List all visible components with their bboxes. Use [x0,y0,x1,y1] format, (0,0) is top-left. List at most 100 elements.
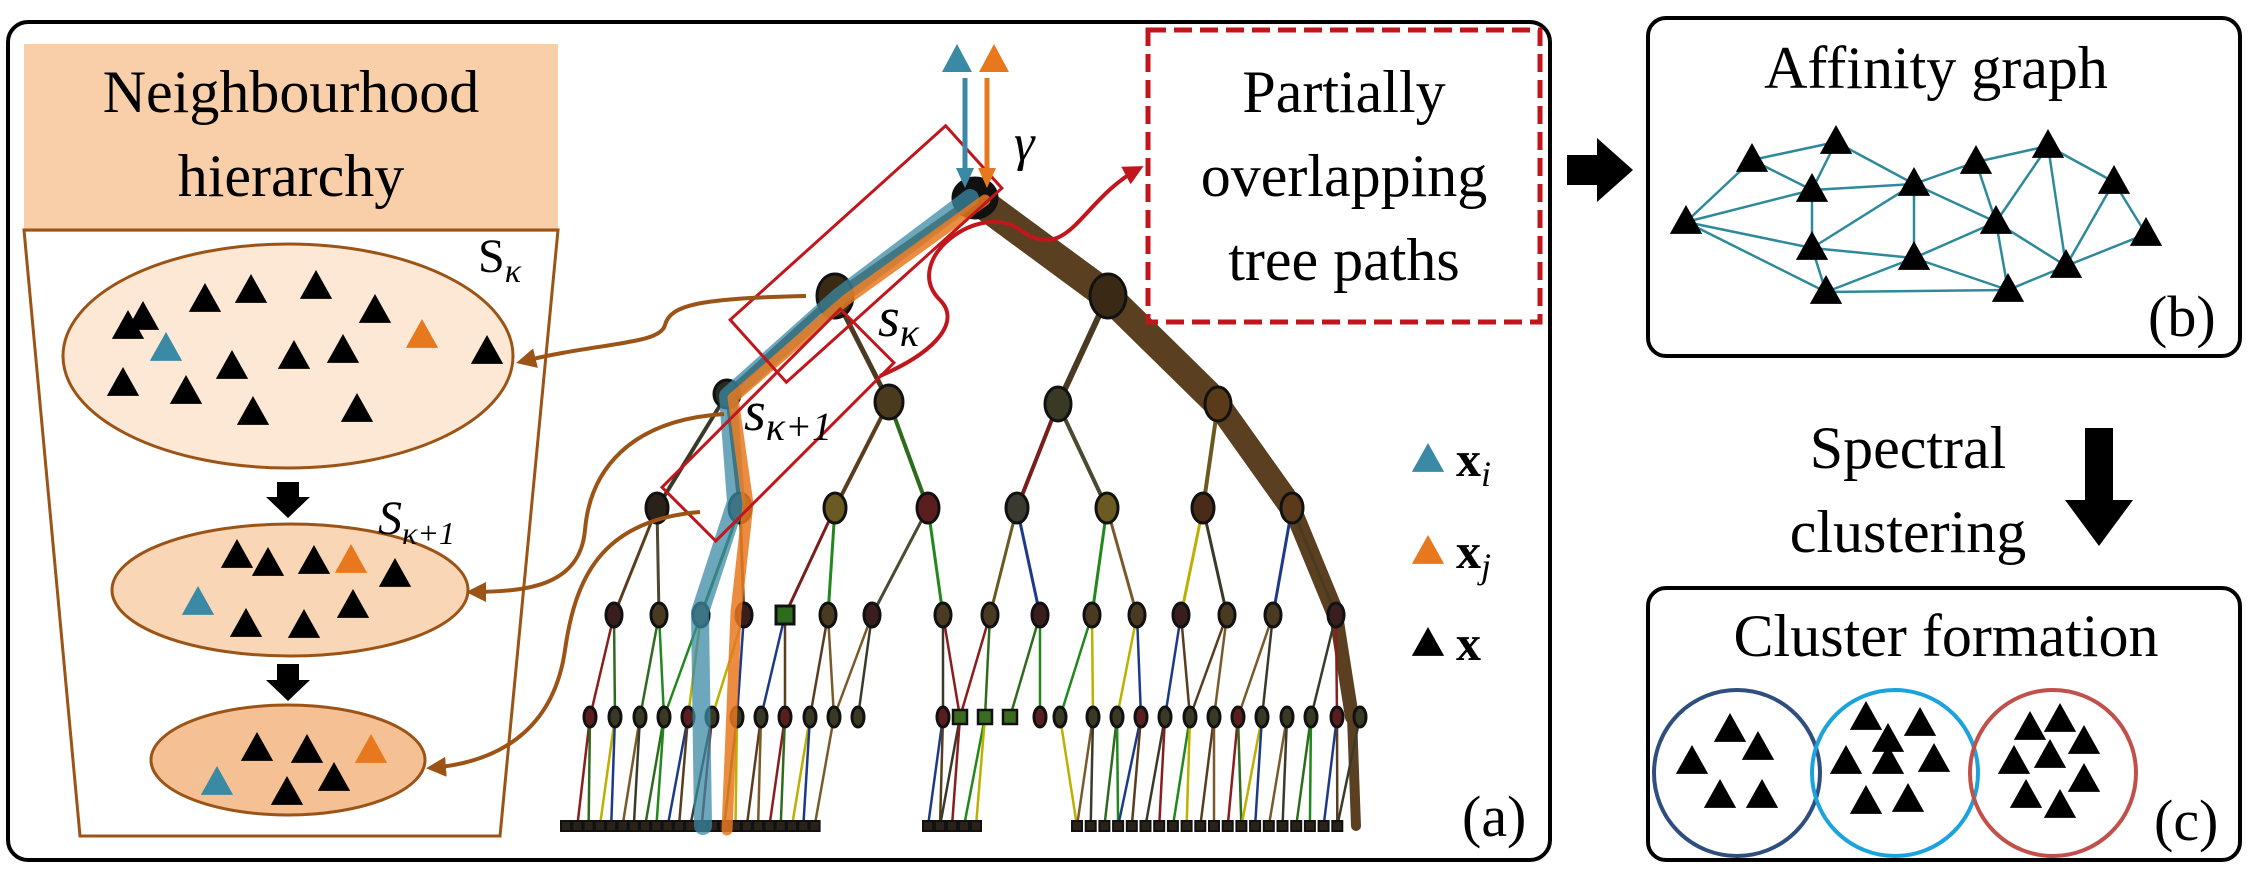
tree-edge [1292,508,1336,615]
overlap-text-line3: tree paths [1228,227,1460,293]
tree-leaf [1236,821,1246,831]
tree-node [1354,707,1366,727]
graph-edge [1826,290,2008,292]
cluster-triangle [1830,745,1862,774]
tree-edge [835,402,889,508]
tree-edge [1092,615,1093,717]
tree-edge [1117,615,1137,717]
graph-node-triangle [1898,167,1930,196]
tree-edge [1108,296,1218,404]
tree-node [779,707,791,727]
tree-edge [990,508,1017,615]
graph-node-triangle [2130,217,2162,246]
tree-edge [1165,615,1181,717]
tree-node [1159,707,1171,727]
tree-leaf [1154,821,1164,831]
tree-node [1087,707,1099,727]
tree-edge [964,717,985,826]
cluster-triangle [1850,785,1882,814]
graph-node-triangle [1898,241,1930,270]
tree-node [824,493,846,523]
tree-leaf [1319,821,1329,831]
graph-node-triangle [1980,205,2012,234]
cluster-triangle [1704,779,1736,808]
tree-leaf [776,821,786,831]
tree-leaf [1250,821,1260,831]
tree-leaf [1127,821,1137,831]
tree-leaf [1141,821,1151,831]
tree-node [852,707,864,727]
tree-leaf [1332,821,1342,831]
tree-node [1003,710,1017,724]
tree-leaf [1086,821,1096,831]
tree-edge [1060,615,1092,717]
tree-edge [640,615,659,717]
tree-node [1281,707,1293,727]
tree-leaf [1264,821,1274,831]
tree-edge [659,615,664,717]
tree-leaf [971,821,981,831]
tree-node [1111,707,1123,727]
tree-edge [589,717,590,826]
tree-leaf [595,821,605,831]
overlap-text-line1: Partially [1242,59,1445,125]
tree-edge [1017,508,1040,615]
tree-node [953,710,967,724]
graph-edge [1914,258,2008,290]
tree-edge [1181,508,1203,615]
set-label-lower: Sκ+1 [378,492,455,551]
tree-node [1305,707,1317,727]
tree-node [1208,707,1220,727]
tree-edge [1104,717,1117,826]
tree-node [935,603,951,627]
root-label: γ [1014,115,1036,172]
tree-node [1331,707,1343,727]
affinity-graph [1670,125,2162,304]
legend-triangle [1412,443,1444,472]
tree-leaf [572,821,582,831]
graph-node-triangle [2098,165,2130,194]
tree-leaf [618,821,628,831]
tree-node [937,707,949,727]
node-label-lower: sκ+1 [744,381,832,449]
connector-to-overlap-box [880,168,1140,376]
tree-leaf [1099,821,1109,831]
graph-edge [1812,184,1914,248]
panel-c-label: (c) [2154,788,2218,853]
graph-node-triangle [1810,275,1842,304]
panel-a-label: (a) [1462,784,1526,849]
tree-edge [1324,717,1337,826]
tree-edge [1218,404,1292,508]
tree-leaf [1305,821,1315,831]
graph-edge [1686,190,1812,222]
tree-node [917,493,939,523]
graph-edge [1686,222,1812,248]
tree-leaf [606,821,616,831]
arrow-to-affinity-graph [1567,138,1633,202]
legend-label: xi [1456,431,1491,494]
cluster-triangle [1742,731,1774,760]
tree-node [1173,603,1189,627]
tree-leaf [584,821,594,831]
tree-edge [1107,508,1137,615]
panel-b-label: (b) [2148,284,2216,349]
cluster-triangle [2044,789,2076,818]
tree-leaf [1168,821,1178,831]
tree-node [776,606,794,624]
tree-edge [1137,615,1141,717]
tree-node [1232,707,1244,727]
tree-edge [828,615,834,717]
tree-node [609,707,621,727]
tree-node [1084,603,1100,627]
cluster-triangle [1746,779,1778,808]
tree-leaf [959,821,969,831]
tree-node [1192,493,1214,523]
tree-edge [1336,615,1337,717]
tree-leaf [947,821,957,831]
cluster-triangle [2014,711,2046,740]
arrow-to-cluster-formation [2065,428,2133,546]
tree-leaf [685,821,695,831]
cluster-triangle [2034,739,2066,768]
tree-leaf [1291,821,1301,831]
